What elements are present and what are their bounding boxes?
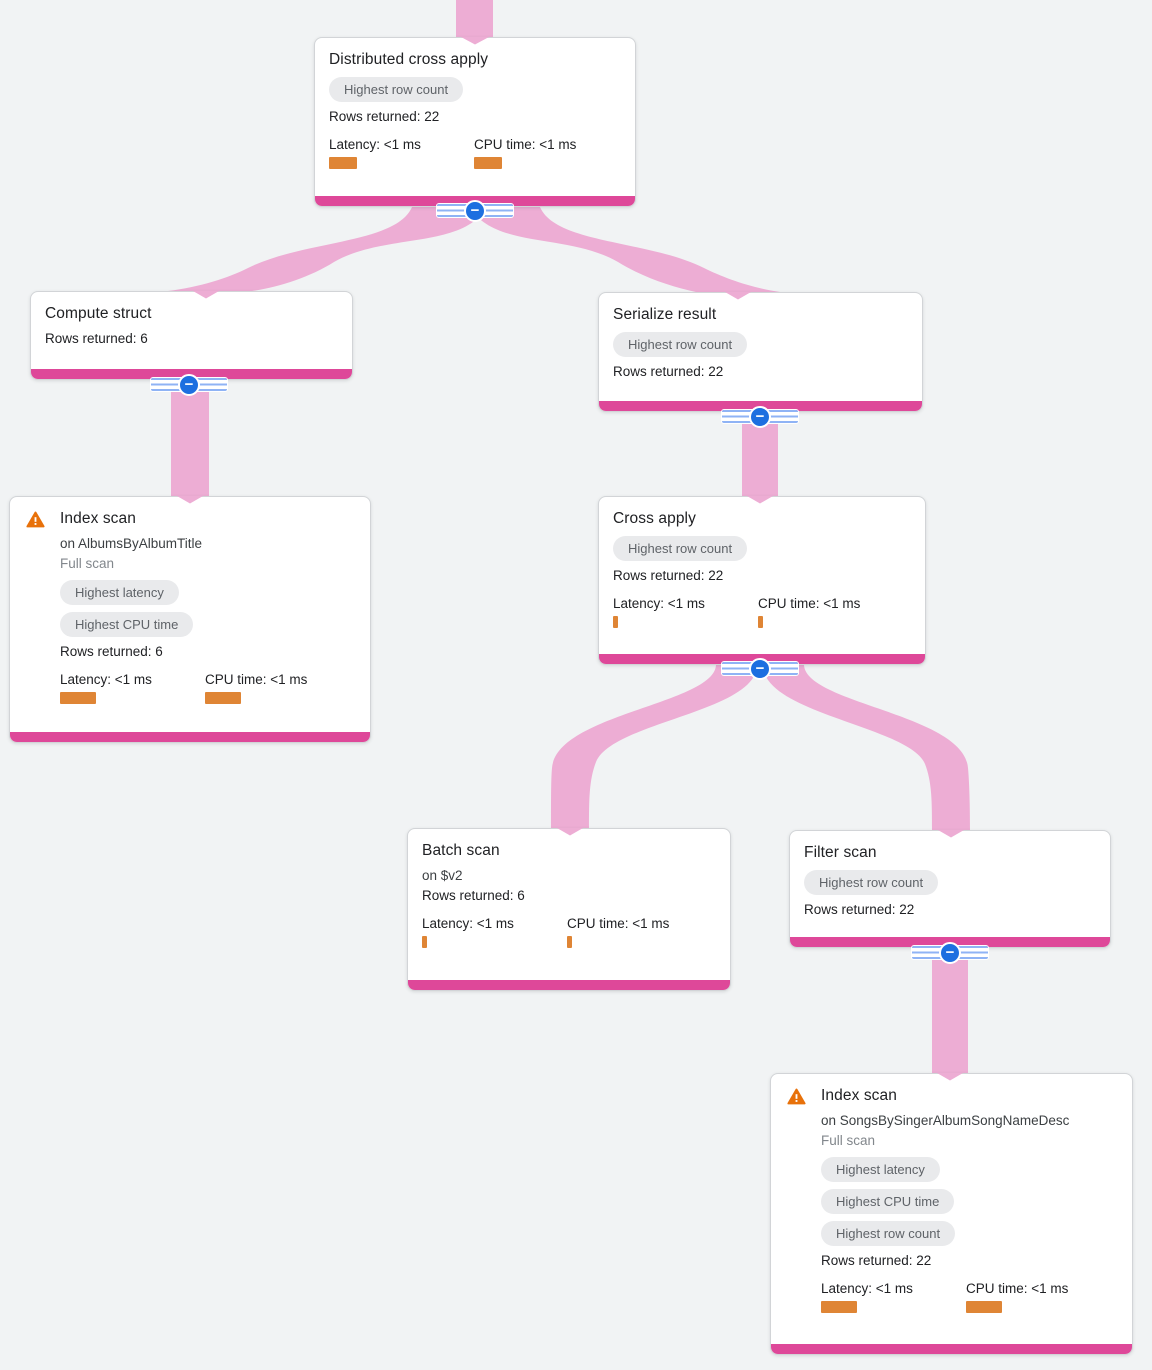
cpu-time-label: CPU time: <1 ms xyxy=(758,596,861,611)
collapse-button-cross-apply[interactable]: − xyxy=(722,657,798,681)
node-title: Distributed cross apply xyxy=(329,51,489,68)
latency-label: Latency: <1 ms xyxy=(821,1281,913,1296)
collapse-button-filter-scan[interactable]: − xyxy=(912,941,988,965)
latency-bar xyxy=(422,936,427,948)
rows-returned: Rows returned: 6 xyxy=(45,331,148,346)
cpu-time-label: CPU time: <1 ms xyxy=(966,1281,1069,1296)
link-distributed-cross-apply-serialize-result xyxy=(470,207,780,292)
plan-node-index-scan-albums[interactable]: Index scan on AlbumsByAlbumTitle Full sc… xyxy=(9,496,371,743)
plan-node-compute-struct[interactable]: Compute struct Rows returned: 6 xyxy=(30,291,353,380)
collapse-button-compute-struct[interactable]: − xyxy=(151,373,227,397)
badge-highest-cpu-time: Highest CPU time xyxy=(60,612,194,637)
cpu-time-label: CPU time: <1 ms xyxy=(567,916,670,931)
node-title: Batch scan xyxy=(422,842,500,859)
cpu-time-label: CPU time: <1 ms xyxy=(474,137,577,152)
rows-returned: Rows returned: 22 xyxy=(613,568,724,583)
node-title: Index scan xyxy=(60,510,136,527)
collapse-minus-icon[interactable]: − xyxy=(939,942,961,964)
latency-bar xyxy=(329,157,357,169)
collapse-button-serialize-result[interactable]: − xyxy=(722,405,798,429)
node-title: Compute struct xyxy=(45,305,152,322)
collapse-minus-icon[interactable]: − xyxy=(178,374,200,396)
node-title: Index scan xyxy=(821,1087,897,1104)
latency-label: Latency: <1 ms xyxy=(422,916,514,931)
latency-label: Latency: <1 ms xyxy=(60,672,152,687)
latency-bar xyxy=(613,616,618,628)
node-title: Filter scan xyxy=(804,844,877,861)
cpu-time-label: CPU time: <1 ms xyxy=(205,672,308,687)
badge-highest-row-count: Highest row count xyxy=(613,536,748,561)
rows-returned: Rows returned: 6 xyxy=(60,644,163,659)
badge-highest-cpu-time: Highest CPU time xyxy=(821,1189,955,1214)
cpu-time-bar xyxy=(966,1301,1002,1313)
plan-node-distributed-cross-apply[interactable]: Distributed cross apply Highest row coun… xyxy=(314,37,636,207)
node-accent-bar xyxy=(10,732,370,742)
badge-highest-latency: Highest latency xyxy=(60,580,179,605)
badge-highest-row-count: Highest row count xyxy=(329,77,464,102)
scan-target: on $v2 xyxy=(422,868,463,883)
rows-returned: Rows returned: 22 xyxy=(821,1253,932,1268)
collapse-button-distributed-cross-apply[interactable]: − xyxy=(437,199,513,223)
collapse-minus-icon[interactable]: − xyxy=(749,406,771,428)
rows-returned: Rows returned: 6 xyxy=(422,888,525,903)
plan-node-serialize-result[interactable]: Serialize result Highest row count Rows … xyxy=(598,292,923,412)
link-root-distributed-cross-apply xyxy=(456,0,493,38)
node-accent-bar xyxy=(408,980,730,990)
scan-type: Full scan xyxy=(60,556,115,571)
plan-node-filter-scan[interactable]: Filter scan Highest row count Rows retur… xyxy=(789,830,1111,948)
scan-type: Full scan xyxy=(821,1133,876,1148)
plan-node-batch-scan[interactable]: Batch scan on $v2 Rows returned: 6 Laten… xyxy=(407,828,731,991)
badge-highest-row-count: Highest row count xyxy=(821,1221,956,1246)
node-accent-bar xyxy=(771,1344,1132,1354)
cpu-time-bar xyxy=(205,692,241,704)
latency-label: Latency: <1 ms xyxy=(329,137,421,152)
badge-highest-row-count: Highest row count xyxy=(613,332,748,357)
rows-returned: Rows returned: 22 xyxy=(329,109,440,124)
cpu-time-bar xyxy=(474,157,502,169)
plan-node-cross-apply[interactable]: Cross apply Highest row count Rows retur… xyxy=(598,496,926,665)
plan-node-index-scan-songs[interactable]: Index scan on SongsBySingerAlbumSongName… xyxy=(770,1073,1133,1355)
badge-highest-row-count: Highest row count xyxy=(804,870,939,895)
node-title: Serialize result xyxy=(613,306,717,323)
latency-label: Latency: <1 ms xyxy=(613,596,705,611)
rows-returned: Rows returned: 22 xyxy=(804,902,915,917)
link-cross-apply-filter-scan xyxy=(763,665,970,831)
link-filter-scan-index-scan-songs xyxy=(932,946,968,1074)
rows-returned: Rows returned: 22 xyxy=(613,364,724,379)
collapse-minus-icon[interactable]: − xyxy=(464,200,486,222)
node-title: Cross apply xyxy=(613,510,696,527)
cpu-time-bar xyxy=(567,936,572,948)
cpu-time-bar xyxy=(758,616,763,628)
warning-icon xyxy=(787,1088,806,1105)
scan-target: on SongsBySingerAlbumSongNameDesc xyxy=(821,1113,1070,1128)
badge-highest-latency: Highest latency xyxy=(821,1157,940,1182)
latency-bar xyxy=(821,1301,857,1313)
warning-icon xyxy=(26,511,45,528)
latency-bar xyxy=(60,692,96,704)
collapse-minus-icon[interactable]: − xyxy=(749,658,771,680)
scan-target: on AlbumsByAlbumTitle xyxy=(60,536,203,551)
link-cross-apply-batch-scan xyxy=(551,665,757,829)
